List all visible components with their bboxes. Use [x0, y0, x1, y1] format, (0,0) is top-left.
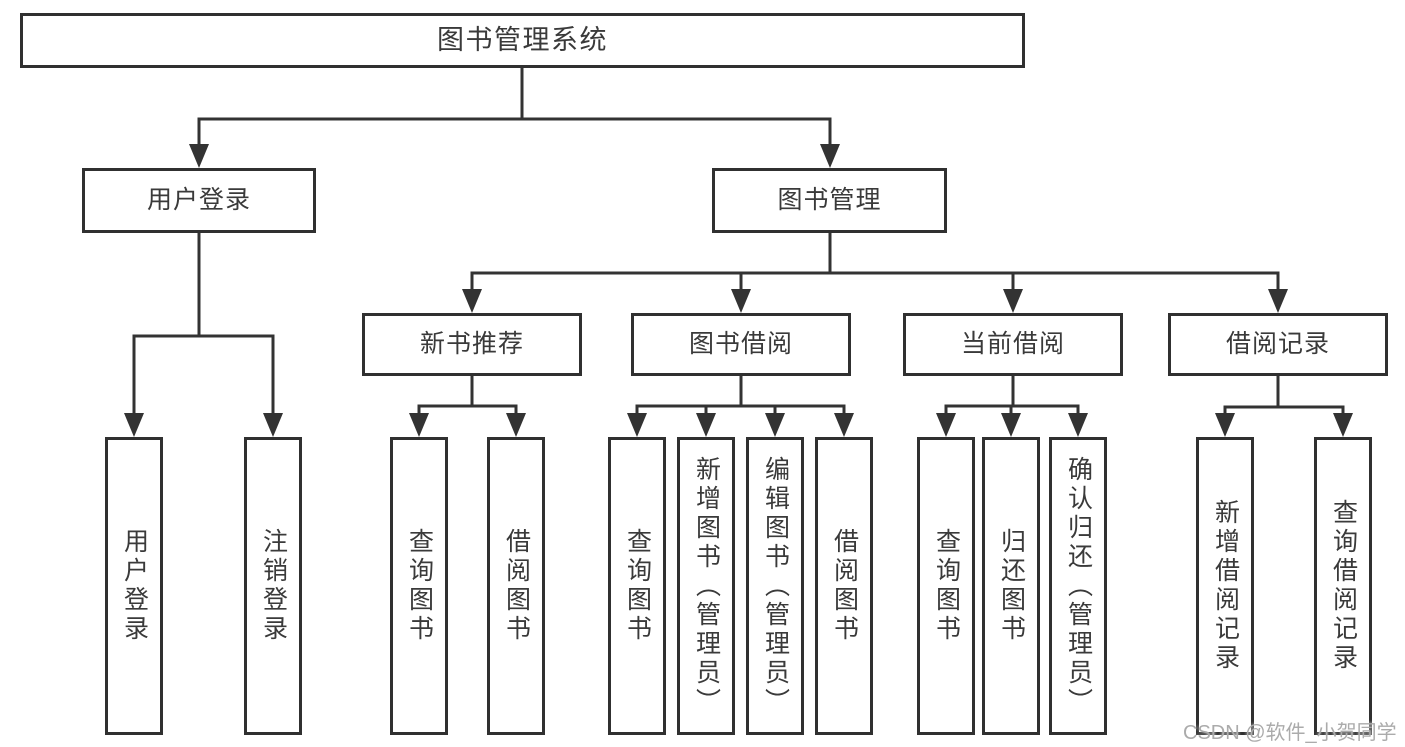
leaf-user-login: 用户登录: [105, 437, 163, 735]
node-new-book-recommend: 新书推荐: [362, 313, 582, 376]
leaf-br-add-record: 新增借阅记录: [1196, 437, 1254, 735]
leaf-bb-borrow-books-label: 借阅图书: [830, 528, 859, 644]
leaf-logout-label: 注销登录: [259, 528, 288, 644]
leaf-bb-add-books-admin: 新增图书（管理员）: [677, 437, 735, 735]
leaf-br-add-record-label: 新增借阅记录: [1211, 499, 1240, 673]
node-book-management: 图书管理: [712, 168, 947, 233]
leaf-bb-borrow-books: 借阅图书: [815, 437, 873, 735]
leaf-bb-edit-books-admin-label: 编辑图书（管理员）: [761, 455, 790, 717]
leaf-cb-query-books-label: 查询图书: [932, 528, 961, 644]
leaf-bb-query-books: 查询图书: [608, 437, 666, 735]
node-root-label: 图书管理系统: [437, 25, 608, 55]
node-user-login: 用户登录: [82, 168, 316, 233]
leaf-nbr-borrow-books-label: 借阅图书: [502, 528, 531, 644]
leaf-bb-query-books-label: 查询图书: [623, 528, 652, 644]
leaf-nbr-borrow-books: 借阅图书: [487, 437, 545, 735]
leaf-nbr-query-books-label: 查询图书: [405, 528, 434, 644]
node-borrow-record-label: 借阅记录: [1225, 330, 1330, 358]
node-current-borrow-label: 当前借阅: [960, 330, 1065, 358]
node-root: 图书管理系统: [20, 13, 1025, 68]
node-book-borrow: 图书借阅: [631, 313, 851, 376]
leaf-cb-confirm-return-admin-label: 确认归还（管理员）: [1064, 455, 1093, 717]
leaf-nbr-query-books: 查询图书: [390, 437, 448, 735]
node-book-borrow-label: 图书借阅: [688, 330, 793, 358]
leaf-cb-confirm-return-admin: 确认归还（管理员）: [1049, 437, 1107, 735]
leaf-bb-edit-books-admin: 编辑图书（管理员）: [746, 437, 804, 735]
leaf-user-login-label: 用户登录: [120, 528, 149, 644]
node-user-login-label: 用户登录: [146, 186, 251, 214]
leaf-logout: 注销登录: [244, 437, 302, 735]
leaf-bb-add-books-admin-label: 新增图书（管理员）: [692, 455, 721, 717]
node-new-book-recommend-label: 新书推荐: [419, 330, 524, 358]
csdn-watermark: CSDN @软件_小贺同学: [1183, 722, 1397, 744]
leaf-cb-return-books-label: 归还图书: [997, 528, 1026, 644]
leaf-cb-query-books: 查询图书: [917, 437, 975, 735]
node-borrow-record: 借阅记录: [1168, 313, 1388, 376]
node-current-borrow: 当前借阅: [903, 313, 1123, 376]
node-book-management-label: 图书管理: [777, 186, 882, 214]
leaf-br-query-record-label: 查询借阅记录: [1329, 499, 1358, 673]
leaf-cb-return-books: 归还图书: [982, 437, 1040, 735]
leaf-br-query-record: 查询借阅记录: [1314, 437, 1372, 735]
